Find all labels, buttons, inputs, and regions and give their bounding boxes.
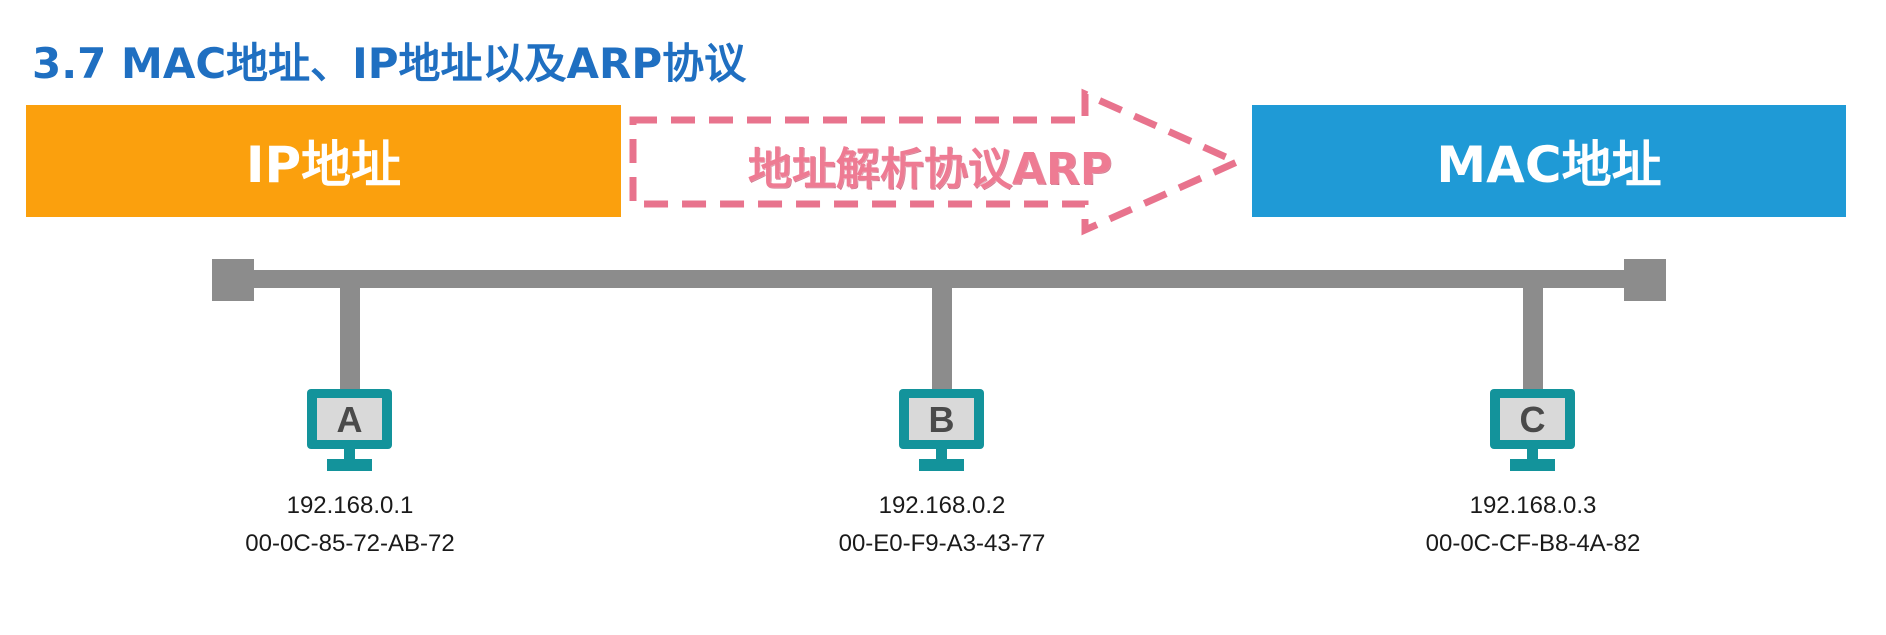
bus-terminator-left [212, 259, 254, 301]
host-letter-c: C [1520, 399, 1546, 440]
drop-line-a [340, 285, 360, 391]
host-ip-a: 192.168.0.1 [286, 492, 414, 519]
mac-address-label: MAC地址 [1436, 136, 1662, 194]
bus-line [225, 270, 1640, 288]
host-info-c: 192.168.0.3 00-0C-CF-B8-4A-82 [1393, 487, 1673, 563]
arp-arrow [629, 88, 1246, 236]
host-letter-a: A [337, 399, 363, 440]
host-ip-c: 192.168.0.3 [1469, 492, 1597, 519]
host-letter-b: B [929, 399, 955, 440]
mac-address-box: MAC地址 [1252, 105, 1846, 217]
host-info-a: 192.168.0.1 00-0C-85-72-AB-72 [210, 487, 490, 563]
host-ip-b: 192.168.0.2 [878, 492, 1006, 519]
page-title: 3.7 MAC地址、IP地址以及ARP协议 [32, 39, 747, 88]
host-mac-b: 00-E0-F9-A3-43-77 [838, 530, 1046, 557]
bus-terminator-right [1624, 259, 1666, 301]
arp-label: 地址解析协议ARP [747, 144, 1113, 195]
host-mac-c: 00-0C-CF-B8-4A-82 [1425, 530, 1641, 557]
ip-address-label: IP地址 [245, 136, 402, 194]
computer-icon-c: C [1490, 389, 1575, 471]
drop-line-b [932, 285, 952, 391]
ip-address-box: IP地址 [26, 105, 621, 217]
computer-icon-a: A [307, 389, 392, 471]
host-mac-a: 00-0C-85-72-AB-72 [245, 530, 455, 557]
computer-icon-b: B [899, 389, 984, 471]
network-bus-diagram: A B C [212, 259, 1666, 471]
drop-line-c [1523, 285, 1543, 391]
host-info-b: 192.168.0.2 00-E0-F9-A3-43-77 [802, 487, 1082, 563]
